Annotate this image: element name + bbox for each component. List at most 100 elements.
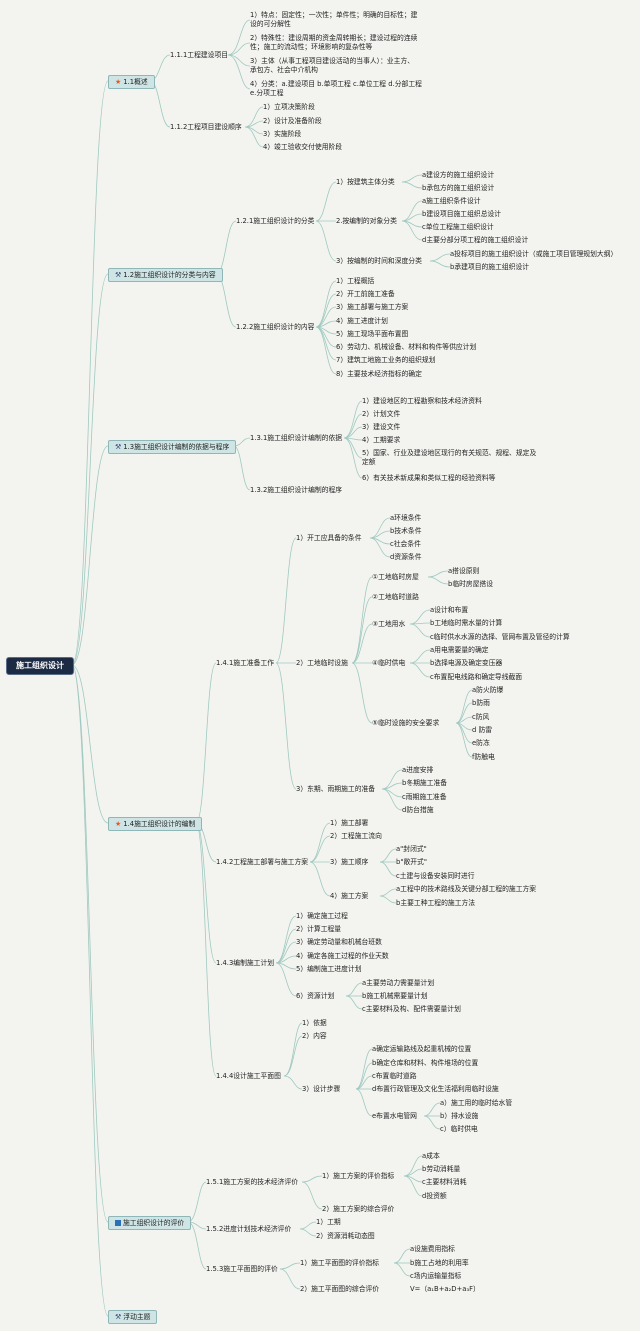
item: 8）主要技术经济指标的确定 [336,370,422,378]
star-icon: ★ [115,78,122,86]
item: d投资额 [422,1192,447,1200]
item: 1）立项决策阶段 [263,103,315,111]
item: b承包方的施工组织设计 [422,184,495,192]
item: c土建与设备安装同时进行 [396,872,475,880]
topic-1-4-4[interactable]: 1.4.4设计施工平面图 [216,1072,281,1080]
item: d 防雷 [472,726,493,734]
group: 3）设计步骤 [302,1085,341,1093]
item: b选择电源及确定变压器 [430,659,503,667]
item: b"敞开式" [396,858,427,866]
item: a确定运输路线及起重机械的位置 [372,1045,472,1053]
item: a用电需要量的确定 [430,646,489,654]
item: 5）编制施工进度计划 [296,965,362,973]
item: 2）内容 [302,1032,327,1040]
formula: V=（a₁B+a₂D+a₃F） [410,1285,480,1293]
subgroup: ①工地临时房屋 [372,573,419,581]
item: a）施工用的临时给水管 [440,1099,513,1107]
item: c临时供水水源的选择、管网布置及管径的计算 [430,633,570,641]
item: 2）资源消耗动态图 [316,1232,375,1240]
item: b技术条件 [390,527,422,535]
item: b确定仓库和材料、构件堆场的位置 [372,1059,479,1067]
item: 2）计划文件 [362,410,401,418]
topic-1-1-2[interactable]: 1.1.2工程项目建设顺序 [170,123,242,131]
group: 1）开工应具备的条件 [296,534,362,542]
item: a进度安排 [402,766,434,774]
item: a设计和布置 [430,606,469,614]
item: a投标项目的施工组织设计（或施工项目管理规划大纲） [450,250,618,258]
group: 1）按建筑主体分类 [336,178,395,186]
item: 3）建设文件 [362,423,401,431]
item: c主要材料及构、配件需要量计划 [362,1005,461,1013]
star-icon: ★ [115,820,122,828]
topic-1-5-1[interactable]: 1.5.1施工方案的技术经济评价 [206,1178,299,1186]
item: d防台措施 [402,806,434,814]
item: a"封闭式" [396,845,427,853]
section-1-1[interactable]: ★1.1概述 [108,75,155,89]
topic-1-4-1[interactable]: 1.4.1施工准备工作 [216,659,275,667]
item: 6）有关技术新成果和类似工程的经验资料等 [362,474,496,482]
item: c场内运输量指标 [410,1272,462,1280]
item: 6）劳动力、机械设备、材料和构件等供应计划 [336,343,477,351]
item: a防火防爆 [472,686,504,694]
topic-1-2-1[interactable]: 1.2.1施工组织设计的分类 [236,217,315,225]
topic-1-5-3[interactable]: 1.5.3施工平面图的评价 [206,1265,278,1273]
item: 4）工期要求 [362,436,401,444]
topic-1-3-1[interactable]: 1.3.1施工组织设计编制的依据 [250,434,343,442]
group: 1）施工平面图的评价指标 [300,1259,380,1267]
item: 2）工程施工流向 [330,832,382,840]
group: 6）资源计划 [296,992,335,1000]
group: 1）施工方案的评价指标 [322,1172,395,1180]
topic-1-1-1[interactable]: 1.1.1工程建设项目 [170,51,229,59]
item: d布置行政管理及文化生活福利用临时设施 [372,1085,499,1093]
item: b劳动消耗量 [422,1165,461,1173]
section-1-4[interactable]: ★1.4施工组织设计的编制 [108,817,203,831]
item: 5）国家、行业及建设地区现行的有关规范、规程、规定及定额 [362,449,537,466]
topic-1-4-3[interactable]: 1.4.3编制施工计划 [216,959,275,967]
section-1-2[interactable]: ⚒1.2施工组织设计的分类与内容 [108,268,223,282]
item: b）排水设施 [440,1112,479,1120]
item: 2）计算工程量 [296,925,342,933]
section-label: 1.4施工组织设计的编制 [123,820,196,828]
square-icon [115,1220,121,1226]
group: 3）东期、雨期施工的准备 [296,785,376,793]
item: 4）施工进度计划 [336,317,388,325]
item: 4）竣工验收交付使用阶段 [263,143,343,151]
group: 2）工地临时设施 [296,659,348,667]
item: c社会条件 [390,540,421,548]
item: c布置临时道路 [372,1072,417,1080]
subgroup: ③工地用水 [372,620,406,628]
item: e防冻 [472,739,490,747]
topic-1-3-2[interactable]: 1.3.2施工组织设计编制的程序 [250,486,343,494]
group: 4）施工方案 [330,892,369,900]
item: b建设项目施工组织总设计 [422,210,502,218]
item: a施工组织条件设计 [422,197,481,205]
item: 3）确定劳动量和机械台班数 [296,938,382,946]
floating-topic[interactable]: ⚒浮动主题 [108,1310,158,1324]
item: 2）设计及准备阶段 [263,117,322,125]
section-label: 1.2施工组织设计的分类与内容 [123,271,216,279]
item: 2）开工前施工准备 [336,290,395,298]
item: 1）特点：固定性；一次性；单件性；明确的目标性；建设的可分解性 [250,11,418,28]
item: d资源条件 [390,553,422,561]
group: 3）施工顺序 [330,858,369,866]
topic-1-5-2[interactable]: 1.5.2进度计划技术经济评价 [206,1225,292,1233]
topic-1-4-2[interactable]: 1.4.2工程施工部署与施工方案 [216,858,309,866]
item: b冬期施工准备 [402,779,448,787]
section-label: 施工组织设计的评价 [123,1219,185,1227]
section-1-3[interactable]: ⚒1.3施工组织设计编制的依据与程序 [108,440,237,454]
section-1-5[interactable]: 施工组织设计的评价 [108,1216,192,1230]
item: 5）施工现场平面布置图 [336,330,409,338]
group: 2.按编制的对象分类 [336,217,397,225]
item: a搭设原则 [448,567,480,575]
item: a工程中的技术路线及关键分部工程的施工方案 [396,885,537,893]
subgroup: ④临时供电 [372,659,406,667]
item: 3）实施阶段 [263,130,302,138]
section-label: 1.1概述 [123,78,148,86]
topic-1-2-2[interactable]: 1.2.2施工组织设计的内容 [236,323,315,331]
item: a环境条件 [390,514,422,522]
item: a成本 [422,1152,440,1160]
item: 2）施工方案的综合评价 [322,1205,395,1213]
root-topic[interactable]: 施工组织设计 [6,657,74,675]
